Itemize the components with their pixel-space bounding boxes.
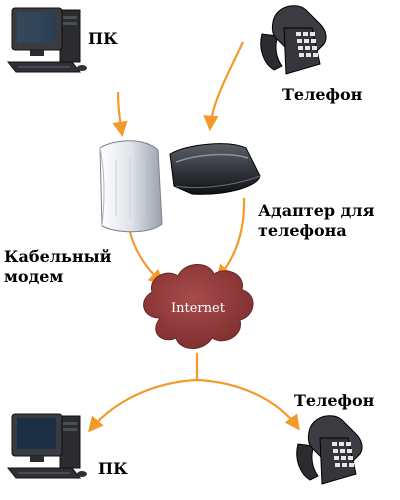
modem-label-line2: модем: [4, 267, 64, 286]
phone-bottom-label: Телефон: [294, 391, 375, 410]
arrow-to-pc-bottom: [88, 378, 198, 433]
desk-telephone-icon: [296, 415, 363, 485]
adapter-label-line1: Адаптер для: [258, 201, 375, 220]
arrow-phone-to-adapter: [203, 41, 244, 132]
phone-adapter-icon: [169, 143, 261, 195]
pc-bottom-label: ПК: [98, 459, 128, 478]
phone-top-label: Телефон: [282, 85, 363, 104]
desktop-computer-icon: [6, 7, 87, 73]
internet-cloud-icon: [143, 264, 254, 349]
internet-label: Internet: [171, 301, 225, 316]
connection-arrows: [88, 41, 300, 433]
cable-modem-icon: [99, 140, 163, 233]
modem-label-line1: Кабельный: [4, 247, 112, 266]
arrow-adapter-to-internet: [216, 197, 246, 281]
desk-telephone-icon: [260, 5, 327, 75]
adapter-label-line2: телефона: [258, 221, 347, 240]
arrow-pc-to-modem: [112, 91, 128, 138]
arrow-to-phone-bottom: [196, 378, 300, 431]
pc-top-label: ПК: [88, 29, 118, 48]
arrow-modem-to-internet: [128, 231, 165, 286]
desktop-computer-icon: [6, 413, 87, 479]
